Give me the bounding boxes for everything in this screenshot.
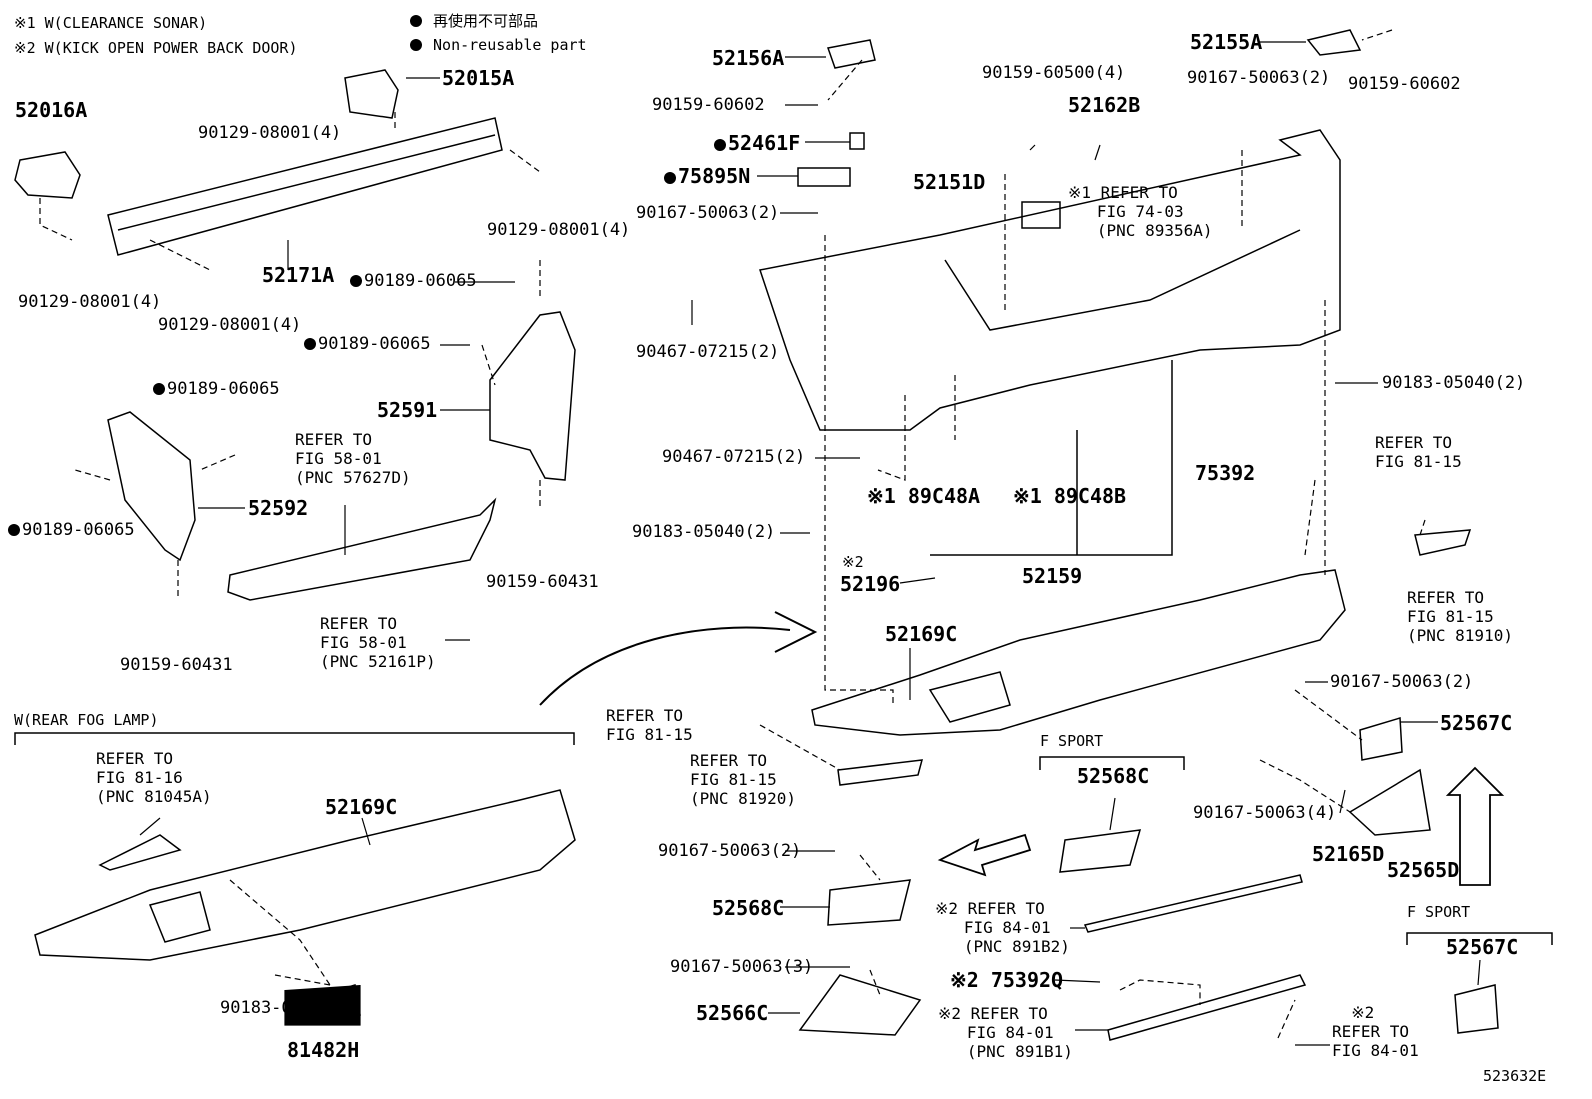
label-52565D: 52565D: [1387, 858, 1460, 882]
label-90159-60602-b: 90159-60602: [1348, 74, 1461, 94]
label-52568C-a: 52568C: [1077, 764, 1150, 788]
ref-fig-58-01-a: REFER TO FIG 58-01 (PNC 57627D): [295, 430, 411, 487]
assembly-arrow: [539, 626, 791, 706]
label-75392: 75392: [1195, 461, 1256, 485]
label-52566C: 52566C: [696, 1001, 769, 1025]
label-52568C-b: 52568C: [712, 896, 785, 920]
label-90129-b: 90129-08001(4): [487, 220, 631, 240]
label-90183-2b: 90183-05040(2): [632, 522, 776, 542]
bracket-52016A: [14, 151, 81, 199]
label-52567C-b: 52567C: [1446, 935, 1519, 959]
nonreusable-dot-icon: [410, 15, 422, 27]
lower-bumper-52169C: [811, 569, 1346, 736]
label-90167-50063-2d: 90167-50063(2): [658, 841, 802, 861]
legend-note-1: ※1 W(CLEARANCE SONAR): [14, 14, 208, 32]
nonreusable-dot-icon: [714, 139, 726, 151]
figure-id: 523632E: [1483, 1067, 1547, 1085]
label-90159-60431-b: 90159-60431: [120, 655, 233, 675]
ref-fig-81-15-c: REFER TO FIG 81-15: [606, 706, 693, 744]
label-52196: 52196: [840, 572, 901, 596]
label-90189-a: 90189-06065: [350, 273, 477, 290]
label-75895N: 75895N: [664, 166, 750, 186]
label-52592: 52592: [248, 496, 309, 520]
label-52159: 52159: [1022, 564, 1083, 588]
label-52169C-a: 52169C: [885, 622, 958, 646]
ref-fig-74-03: ※1 REFER TO FIG 74-03 (PNC 89356A): [1068, 183, 1213, 240]
fsport-label-a: F SPORT: [1040, 732, 1104, 750]
bumper-cover: [759, 129, 1341, 431]
label-90167-50063-3: 90167-50063(3): [670, 957, 814, 977]
label-90189-c: 90189-06065: [153, 381, 280, 398]
bracket-52015A: [344, 69, 399, 119]
nonreusable-dot-icon: [8, 524, 20, 536]
ref-fig-81-16: REFER TO FIG 81-16 (PNC 81045A): [96, 749, 212, 806]
label-52165D: 52165D: [1312, 842, 1385, 866]
rear-fog-group-label: W(REAR FOG LAMP): [14, 711, 159, 729]
label-52567C-a: 52567C: [1440, 711, 1513, 735]
label-52169C-b: 52169C: [325, 795, 398, 819]
ref-fig-81-15-d: REFER TO FIG 81-15 (PNC 81920): [690, 751, 796, 808]
label-90159-60431-a: 90159-60431: [486, 572, 599, 592]
label-52155A: 52155A: [1190, 30, 1263, 54]
retainer-52591: [489, 311, 576, 481]
label-89C48B: ※1 89C48B: [1013, 484, 1127, 508]
label-90183-2a: 90183-05040(2): [1382, 373, 1526, 393]
retainer-52592: [107, 411, 196, 562]
label-90467-a: 90467-07215(2): [636, 342, 780, 362]
legend-note-2: ※2 W(KICK OPEN POWER BACK DOOR): [14, 39, 298, 57]
ref-fig-84-01-a: ※2 REFER TO FIG 84-01 (PNC 891B2): [935, 899, 1070, 956]
nonreusable-dot-icon: [153, 383, 165, 395]
label-90129-c: 90129-08001(4): [18, 292, 162, 312]
legend-nonreusable-en: Non-reusable part: [410, 38, 587, 53]
undercover-57627D: [227, 497, 497, 601]
ref-fig-84-01-b: ※2 REFER TO FIG 84-01 (PNC 891B1): [938, 1004, 1073, 1061]
label-90167-50063-2a: 90167-50063(2): [636, 203, 780, 223]
label-89C48A: ※1 89C48A: [867, 484, 981, 508]
ref-fig-84-01-c: ※2 REFER TO FIG 84-01: [1332, 1003, 1419, 1060]
nonreusable-dot-icon: [304, 338, 316, 350]
label-52171A: 52171A: [262, 263, 335, 287]
label-52461F: 52461F: [714, 133, 800, 153]
nonreusable-dot-icon: [664, 172, 676, 184]
label-81482H: 81482H: [287, 1038, 360, 1062]
label-52162B: 52162B: [1068, 93, 1141, 117]
label-52156A: 52156A: [712, 46, 785, 70]
label-90159-60602-a: 90159-60602: [652, 95, 765, 115]
label-90167-50063-4: 90167-50063(4): [1193, 803, 1337, 823]
legend-nonreusable-jp: 再使用不可部品: [410, 14, 538, 29]
label-52196-note: ※2: [842, 553, 864, 571]
nonreusable-dot-icon: [350, 275, 362, 287]
label-90189-b: 90189-06065: [304, 336, 431, 353]
label-75392Q: ※2 75392Q: [950, 968, 1064, 992]
fsport-label-b: F SPORT: [1407, 903, 1471, 921]
label-90159-60500: 90159-60500(4): [982, 63, 1126, 83]
label-52015A: 52015A: [442, 66, 515, 90]
label-52151D: 52151D: [913, 170, 986, 194]
lower-bumper-52169C-alt: [34, 789, 576, 961]
nonreusable-dot-icon: [410, 39, 422, 51]
ref-fig-81-15-b: REFER TO FIG 81-15 (PNC 81910): [1407, 588, 1513, 645]
label-90467-b: 90467-07215(2): [662, 447, 806, 467]
ref-fig-81-15-a: REFER TO FIG 81-15: [1375, 433, 1462, 471]
ref-fig-58-01-b: REFER TO FIG 58-01 (PNC 52161P): [320, 614, 436, 671]
label-90167-50063-2b: 90167-50063(2): [1187, 68, 1331, 88]
label-90129-a: 90129-08001(4): [198, 123, 342, 143]
label-90189-d: 90189-06065: [8, 522, 135, 539]
label-90129-d: 90129-08001(4): [158, 315, 302, 335]
label-90167-50063-2c: 90167-50063(2): [1330, 672, 1474, 692]
label-52016A: 52016A: [15, 98, 88, 122]
label-90183-4: 90183-05040(4): [220, 998, 364, 1018]
label-52591: 52591: [377, 398, 438, 422]
reinforcement-52171A: [107, 117, 503, 256]
